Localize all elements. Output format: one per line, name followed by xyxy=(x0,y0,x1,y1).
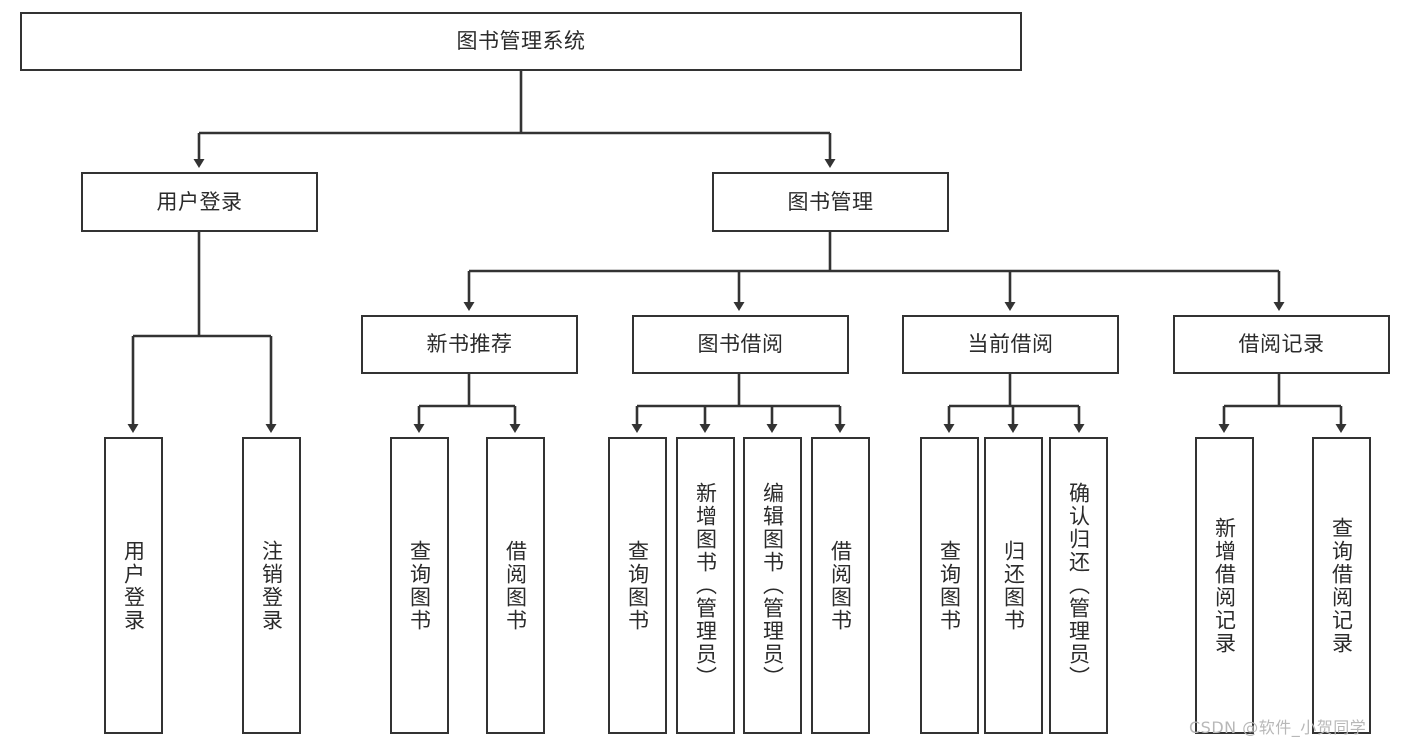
leaf-new-book-borrow[interactable]: 借阅图书 xyxy=(486,437,545,734)
leaf-new-book-query-label: 查询图书 xyxy=(407,539,432,632)
leaf-user-login-login-label: 用户登录 xyxy=(121,539,146,632)
leaf-user-login-logout[interactable]: 注销登录 xyxy=(242,437,301,734)
leaf-book-borrow-edit[interactable]: 编辑图书（管理员） xyxy=(743,437,802,734)
leaf-book-borrow-edit-label: 编辑图书（管理员） xyxy=(760,482,785,689)
leaf-borrow-record-add-label: 新增借阅记录 xyxy=(1212,516,1237,655)
csdn-watermark: CSDN @软件_小贺同学 xyxy=(1189,718,1367,737)
node-borrow-record[interactable]: 借阅记录 xyxy=(1173,315,1390,374)
leaf-book-borrow-query[interactable]: 查询图书 xyxy=(608,437,667,734)
node-root-system[interactable]: 图书管理系统 xyxy=(20,12,1022,71)
node-user-login-label: 用户登录 xyxy=(156,189,243,214)
leaf-current-borrow-query-label: 查询图书 xyxy=(937,539,962,632)
node-root-system-label: 图书管理系统 xyxy=(456,29,586,54)
leaf-current-borrow-confirm-return[interactable]: 确认归还（管理员） xyxy=(1049,437,1108,734)
node-book-manage-label: 图书管理 xyxy=(787,189,874,214)
node-current-borrow-label: 当前借阅 xyxy=(967,332,1054,357)
node-user-login[interactable]: 用户登录 xyxy=(81,172,318,232)
leaf-book-borrow-borrow[interactable]: 借阅图书 xyxy=(811,437,870,734)
leaf-book-borrow-add[interactable]: 新增图书（管理员） xyxy=(676,437,735,734)
leaf-current-borrow-query[interactable]: 查询图书 xyxy=(920,437,979,734)
leaf-borrow-record-query[interactable]: 查询借阅记录 xyxy=(1312,437,1371,734)
node-book-borrow-label: 图书借阅 xyxy=(697,332,784,357)
leaf-new-book-query[interactable]: 查询图书 xyxy=(390,437,449,734)
node-current-borrow[interactable]: 当前借阅 xyxy=(902,315,1119,374)
node-new-book-recommend-label: 新书推荐 xyxy=(426,332,513,357)
leaf-book-borrow-query-label: 查询图书 xyxy=(625,539,650,632)
node-new-book-recommend[interactable]: 新书推荐 xyxy=(361,315,578,374)
leaf-book-borrow-borrow-label: 借阅图书 xyxy=(828,539,853,632)
leaf-current-borrow-return[interactable]: 归还图书 xyxy=(984,437,1043,734)
leaf-current-borrow-return-label: 归还图书 xyxy=(1001,539,1026,632)
leaf-user-login-logout-label: 注销登录 xyxy=(259,539,284,632)
node-book-manage[interactable]: 图书管理 xyxy=(712,172,949,232)
leaf-borrow-record-query-label: 查询借阅记录 xyxy=(1329,516,1354,655)
leaf-borrow-record-add[interactable]: 新增借阅记录 xyxy=(1195,437,1254,734)
leaf-new-book-borrow-label: 借阅图书 xyxy=(503,539,528,632)
node-borrow-record-label: 借阅记录 xyxy=(1238,332,1325,357)
node-book-borrow[interactable]: 图书借阅 xyxy=(632,315,849,374)
leaf-user-login-login[interactable]: 用户登录 xyxy=(104,437,163,734)
leaf-book-borrow-add-label: 新增图书（管理员） xyxy=(693,482,718,689)
leaf-current-borrow-confirm-return-label: 确认归还（管理员） xyxy=(1066,482,1091,689)
